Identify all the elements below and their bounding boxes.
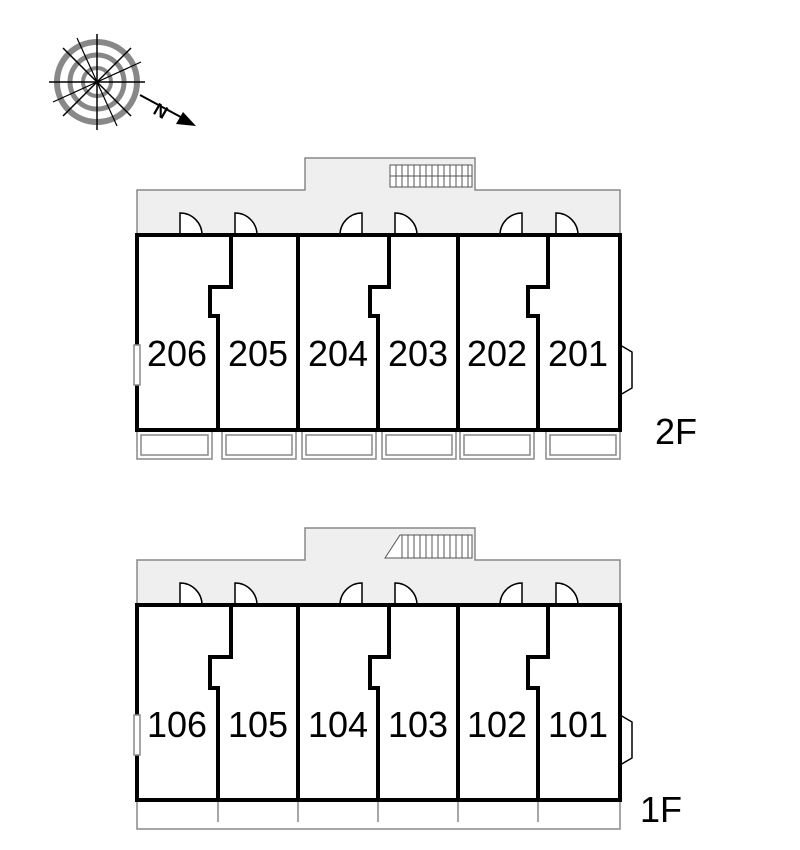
door-106: [179, 582, 203, 606]
floor-2f-plan: 206 205 204 203 202 201 2F: [133, 157, 697, 460]
door-206: [179, 212, 203, 236]
corridor-1f: [136, 527, 621, 606]
corridor-2f: [136, 157, 621, 236]
walls-2f: [135, 233, 622, 432]
windows-2f: [133, 344, 633, 396]
unit-label: 103: [388, 704, 448, 745]
unit-label: 203: [388, 333, 448, 374]
door-102: [499, 582, 523, 606]
door-103: [394, 582, 418, 606]
unit-labels-2f: 206 205 204 203 202 201: [147, 333, 608, 374]
compass-rose-icon: [49, 34, 145, 130]
balconies-2f: [136, 430, 621, 460]
windows-1f: [133, 714, 633, 766]
door-204: [339, 212, 363, 236]
unit-label: 206: [147, 333, 207, 374]
staircase-1f: [384, 534, 473, 559]
floor-label: 2F: [655, 411, 697, 452]
unit-label: 201: [548, 333, 608, 374]
door-205: [234, 212, 258, 236]
unit-label: 106: [147, 704, 207, 745]
north-arrow-icon: N: [139, 94, 196, 126]
unit-labels-1f: 106 105 104 103 102 101: [147, 704, 608, 745]
entry-doors-1f: [179, 582, 579, 606]
unit-label: 204: [308, 333, 368, 374]
floor-1f-plan: 106 105 104 103 102 101 1F: [133, 527, 682, 830]
unit-label: 101: [548, 704, 608, 745]
unit-label: 102: [467, 704, 527, 745]
unit-label: 202: [467, 333, 527, 374]
unit-label: 105: [228, 704, 288, 745]
door-101: [555, 582, 579, 606]
door-104: [339, 582, 363, 606]
unit-label: 205: [228, 333, 288, 374]
unit-label: 104: [308, 704, 368, 745]
walls-1f: [135, 603, 622, 802]
terrace-dividers-1f: [217, 800, 539, 822]
floor-label: 1F: [640, 789, 682, 830]
door-203: [394, 212, 418, 236]
staircase-2f: [389, 164, 473, 188]
entry-doors-2f: [179, 212, 579, 236]
door-105: [234, 582, 258, 606]
door-202: [499, 212, 523, 236]
door-201: [555, 212, 579, 236]
